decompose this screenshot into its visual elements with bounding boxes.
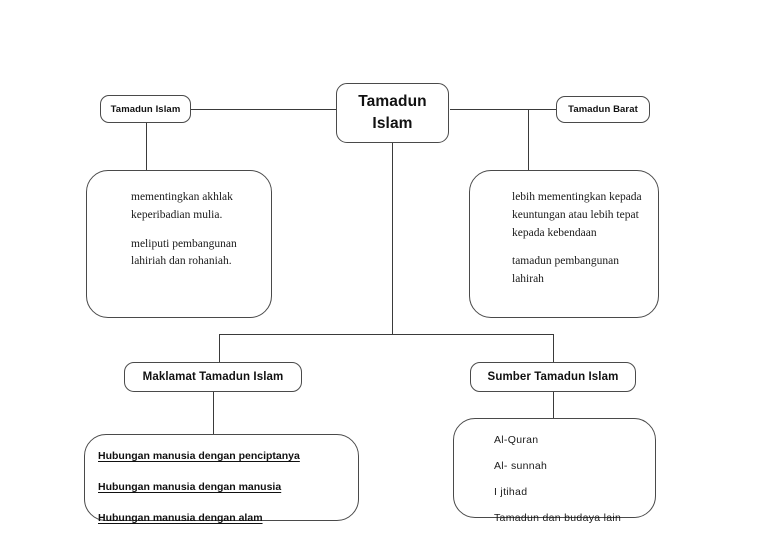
right-panel-line-2: keuntungan atau lebih tepat (512, 208, 639, 221)
left-panel-line-4: lahiriah dan rohaniah. (131, 255, 232, 268)
node-tamadun-islam-left-label: Tamadun Islam (110, 103, 181, 115)
list-item[interactable]: I jtihad (494, 486, 528, 498)
section-1-heading-label: Maklamat Tamadun Islam (142, 371, 284, 383)
list-item[interactable]: Hubungan manusia dengan manusia (98, 481, 282, 493)
node-tamadun-barat-right-label: Tamadun Barat (568, 104, 638, 115)
list-item[interactable]: Hubungan manusia dengan penciptanya (98, 450, 300, 462)
hub-label-line-2: Islam (372, 115, 413, 132)
connector-splitter-right-drop (553, 334, 554, 364)
left-panel-line-2: keperibadian mulia. (131, 208, 223, 221)
hub-label-line-1: Tamadun (358, 92, 427, 110)
left-panel-line-1: mementingkan akhlak (131, 191, 233, 203)
right-panel-spacer (512, 242, 648, 253)
connector-hub-trunk (392, 143, 393, 334)
right-panel-line-1: lebih mementingkan kepada (512, 191, 642, 203)
node-tamadun-barat-right[interactable]: Tamadun Barat (556, 96, 650, 123)
connector-left-label-down (146, 123, 147, 170)
panel-tamadun-islam-traits: mementingkan akhlak keperibadian mulia. … (86, 170, 272, 318)
node-hub-tamadun-islam[interactable]: Tamadun Islam (336, 83, 449, 143)
right-panel-line-3: kepada kebendaan (512, 226, 597, 239)
panel-maklamat-items: Hubungan manusia dengan penciptanya Hubu… (84, 434, 359, 524)
right-panel-line-4: tamadun pembangunan (512, 255, 619, 268)
list-item[interactable]: Al- sunnah (494, 460, 548, 472)
connector-splitter-left-drop (219, 334, 220, 364)
left-panel-line-3: meliputi pembangunan (131, 237, 237, 250)
left-panel-spacer (131, 225, 261, 236)
connector-section-2-down (553, 391, 554, 419)
maklamat-list: Hubungan manusia dengan penciptanya Hubu… (98, 450, 348, 524)
node-tamadun-islam-left[interactable]: Tamadun Islam (100, 95, 191, 123)
connector-section-1-down (213, 391, 214, 435)
connector-splitter-bar (219, 334, 554, 335)
connector-hub-to-right-label (450, 109, 560, 110)
panel-tamadun-islam-text: mementingkan akhlak keperibadian mulia. … (131, 189, 261, 271)
panel-sumber-items: Al-Quran Al- sunnah I jtihad Tamadun dan… (453, 418, 656, 524)
list-item[interactable]: Tamadun dan budaya lain (494, 512, 622, 524)
connector-hub-to-left-label (190, 109, 342, 110)
sumber-list: Al-Quran Al- sunnah I jtihad Tamadun dan… (494, 434, 645, 524)
connector-right-label-down (528, 109, 529, 170)
panel-tamadun-barat-traits: lebih mementingkan kepada keuntungan ata… (469, 170, 659, 318)
node-section-maklamat-tamadun-islam[interactable]: Maklamat Tamadun Islam (124, 362, 302, 392)
list-item[interactable]: Al-Quran (494, 434, 539, 446)
panel-tamadun-barat-text: lebih mementingkan kepada keuntungan ata… (512, 189, 648, 289)
section-2-heading-label: Sumber Tamadun Islam (487, 371, 619, 383)
right-panel-line-5: lahirah (512, 273, 544, 286)
node-section-sumber-tamadun-islam[interactable]: Sumber Tamadun Islam (470, 362, 636, 392)
list-item[interactable]: Hubungan manusia dengan alam (98, 512, 263, 524)
